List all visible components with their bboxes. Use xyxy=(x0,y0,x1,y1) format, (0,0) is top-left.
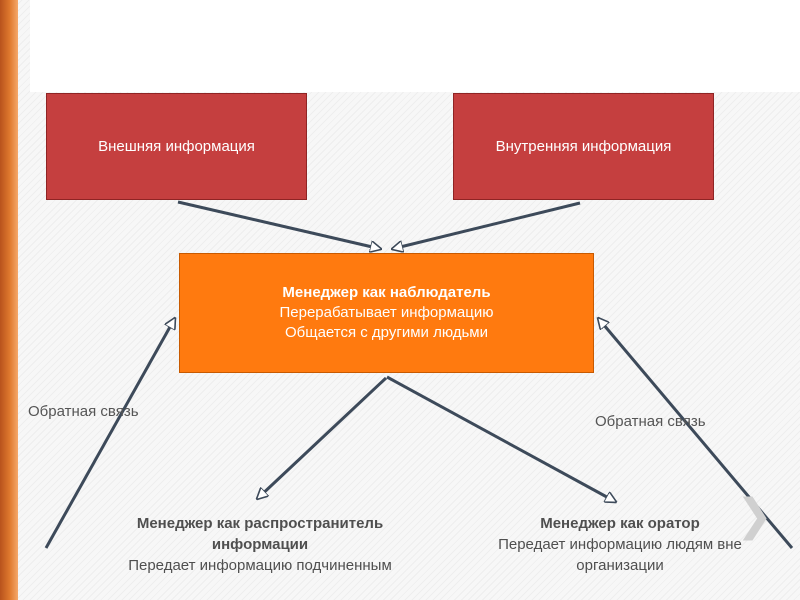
orator-role-title: Менеджер как оратор xyxy=(540,515,700,532)
arrow-internal-to-manager xyxy=(392,201,581,249)
manager-observer-box: Менеджер как наблюдатель Перерабатывает … xyxy=(179,253,594,373)
arrow-external-to-manager xyxy=(177,200,381,249)
external-information-box: Внешняя информация xyxy=(46,93,307,200)
external-information-label: Внешняя информация xyxy=(98,137,255,155)
title-area xyxy=(30,0,800,92)
orator-role: Менеджер как оратор Передает информацию … xyxy=(445,513,795,576)
distributor-role-description: Передает информацию подчиненным xyxy=(128,557,392,574)
arrow-feedback-left xyxy=(44,318,175,549)
manager-observer-line-1: Перерабатывает информацию xyxy=(279,304,494,321)
arrow-manager-to-orator xyxy=(386,375,616,502)
internal-information-label: Внутренняя информация xyxy=(495,137,672,155)
internal-information-box: Внутренняя информация xyxy=(453,93,714,200)
manager-observer-line-2: Общается с другими людьми xyxy=(284,324,488,341)
distributor-role-title-line-1: Менеджер как распространитель xyxy=(136,515,384,532)
manager-observer-title: Менеджер как наблюдатель xyxy=(282,284,491,301)
orator-role-description-line-1: Передает информацию людям вне xyxy=(498,536,742,553)
distributor-role-title-line-2: информации xyxy=(211,536,309,553)
feedback-label-left: Обратная связь xyxy=(28,403,139,420)
feedback-label-right: Обратная связь xyxy=(595,413,706,430)
arrow-manager-to-distributor xyxy=(257,376,388,499)
orator-role-description-line-2: организации xyxy=(576,557,664,574)
distributor-role: Менеджер как распространитель информации… xyxy=(60,513,460,576)
accent-bar xyxy=(0,0,18,600)
arrow-feedback-right xyxy=(598,318,794,549)
chevron-right-icon[interactable]: ❯ xyxy=(736,491,773,540)
